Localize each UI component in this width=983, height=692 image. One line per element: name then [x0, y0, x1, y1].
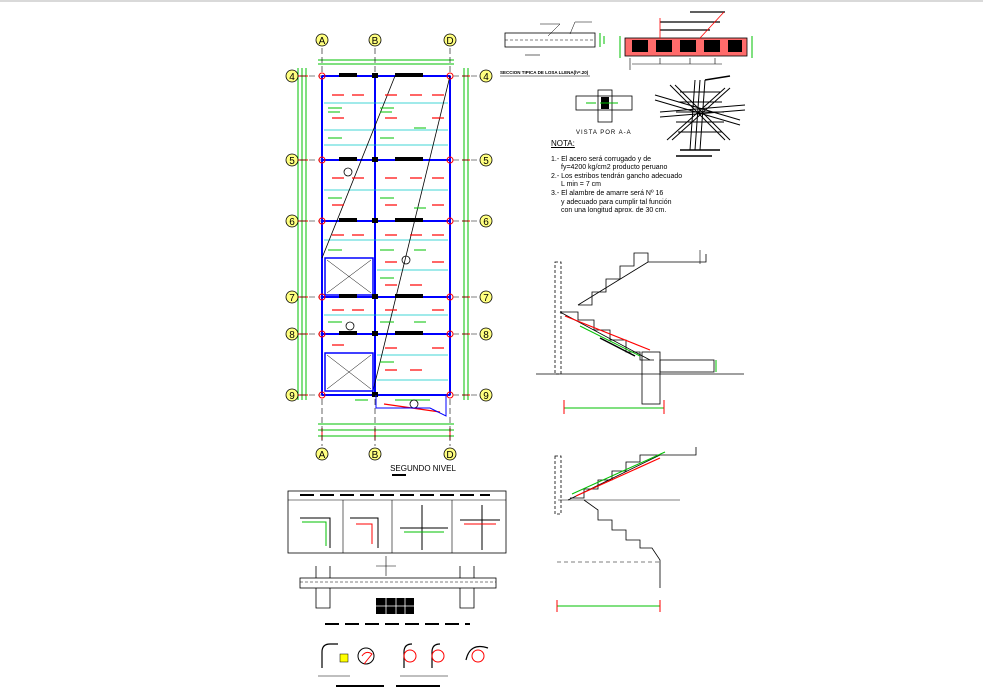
slab-section-title: SECCION TIPICA DE LOSA LLENA(h=.20)	[500, 70, 589, 75]
hook-details	[318, 643, 489, 687]
axis-label-right-7: 7	[483, 293, 489, 304]
view-label: VISTA POR A-A	[576, 130, 632, 136]
columns	[339, 73, 423, 397]
column-markers	[318, 72, 454, 399]
axis-bubble-left-8: 8	[285, 327, 299, 341]
axis-bubble-bottom-b: B	[368, 447, 382, 461]
slab-section-detail	[504, 21, 605, 56]
axis-bubble-right-8: 8	[479, 327, 493, 341]
axis-bubble-bottom-d: D	[443, 447, 457, 461]
axis-bubble-top-d: D	[443, 33, 457, 47]
rebar-marks	[332, 94, 444, 413]
axis-bubble-right-6: 6	[479, 214, 493, 228]
axis-label-left-5: 5	[289, 156, 295, 167]
axis-bubble-left-9: 9	[285, 388, 299, 402]
slab-rebar-detail	[619, 11, 753, 70]
axis-label-bottom-b: B	[372, 450, 379, 461]
axis-label-right-4: 4	[483, 72, 489, 83]
note-line-5: 3.- El alambre de amarre será Nº 16	[551, 189, 664, 197]
axis-label-left-8: 8	[289, 330, 295, 341]
axis-label-left-9: 9	[289, 391, 295, 402]
landing-outline	[375, 395, 447, 417]
axis-bubble-left-4: 4	[285, 69, 299, 83]
note-line-4: L min = 7 cm	[561, 181, 602, 189]
plan-dimension-lines	[297, 59, 469, 437]
axis-label-top-a: A	[319, 36, 326, 47]
axis-bubble-right-7: 7	[479, 290, 493, 304]
axis-bubble-right-5: 5	[479, 153, 493, 167]
axis-bubble-left-5: 5	[285, 153, 299, 167]
axis-label-left-6: 6	[289, 217, 295, 228]
axis-label-top-d: D	[446, 36, 453, 47]
axis-label-right-5: 5	[483, 156, 489, 167]
plan-title: SEGUNDO NIVEL	[390, 464, 456, 473]
rebar-cage-labels	[676, 75, 731, 157]
axis-label-right-6: 6	[483, 217, 489, 228]
rebar-labels	[328, 107, 430, 401]
note-line-3: 2.- Los estribos tendrán gancho adecuado	[551, 172, 683, 180]
rebar-cage-3d	[654, 79, 746, 151]
stair-section-lower	[554, 447, 697, 612]
beams	[321, 75, 451, 396]
axis-label-bottom-a: A	[319, 450, 326, 461]
axis-label-left-7: 7	[289, 293, 295, 304]
window-top-edge	[0, 0, 983, 2]
axis-bubble-bottom-a: A	[315, 447, 329, 461]
axis-bubble-left-6: 6	[285, 214, 299, 228]
opening-crosses	[326, 259, 372, 390]
axis-label-left-4: 4	[289, 72, 295, 83]
axis-bubble-right-4: 4	[479, 69, 493, 83]
details-table	[287, 490, 507, 554]
stair-section-upper	[536, 250, 744, 414]
axis-bubbles: A B D A B D 4	[285, 33, 493, 461]
axis-label-bottom-d: D	[446, 450, 453, 461]
axis-bubble-top-b: B	[368, 33, 382, 47]
note-line-7: con una longitud aprox. de 30 cm.	[561, 207, 667, 215]
axis-bubble-right-9: 9	[479, 388, 493, 402]
floor-plan	[296, 48, 478, 446]
joint-section-detail	[575, 89, 633, 123]
openings	[324, 257, 374, 392]
note-line-6: y adecuado para cumplir tal función	[561, 198, 672, 206]
note-line-2: fy=4200 kg/cm2 producto peruano	[561, 164, 668, 172]
notes-title: NOTA:	[551, 139, 575, 148]
axis-label-right-9: 9	[483, 391, 489, 402]
notes-block: NOTA: 1.- El acero será corrugado y de f…	[551, 139, 683, 216]
section-callouts	[343, 167, 419, 409]
joists	[324, 102, 448, 381]
axis-label-top-b: B	[372, 36, 379, 47]
axis-bubble-left-7: 7	[285, 290, 299, 304]
note-line-1: 1.- El acero será corrugado y de	[551, 155, 651, 163]
beam-elevation-detail	[299, 556, 497, 625]
axis-bubble-top-a: A	[315, 33, 329, 47]
axis-label-right-8: 8	[483, 330, 489, 341]
